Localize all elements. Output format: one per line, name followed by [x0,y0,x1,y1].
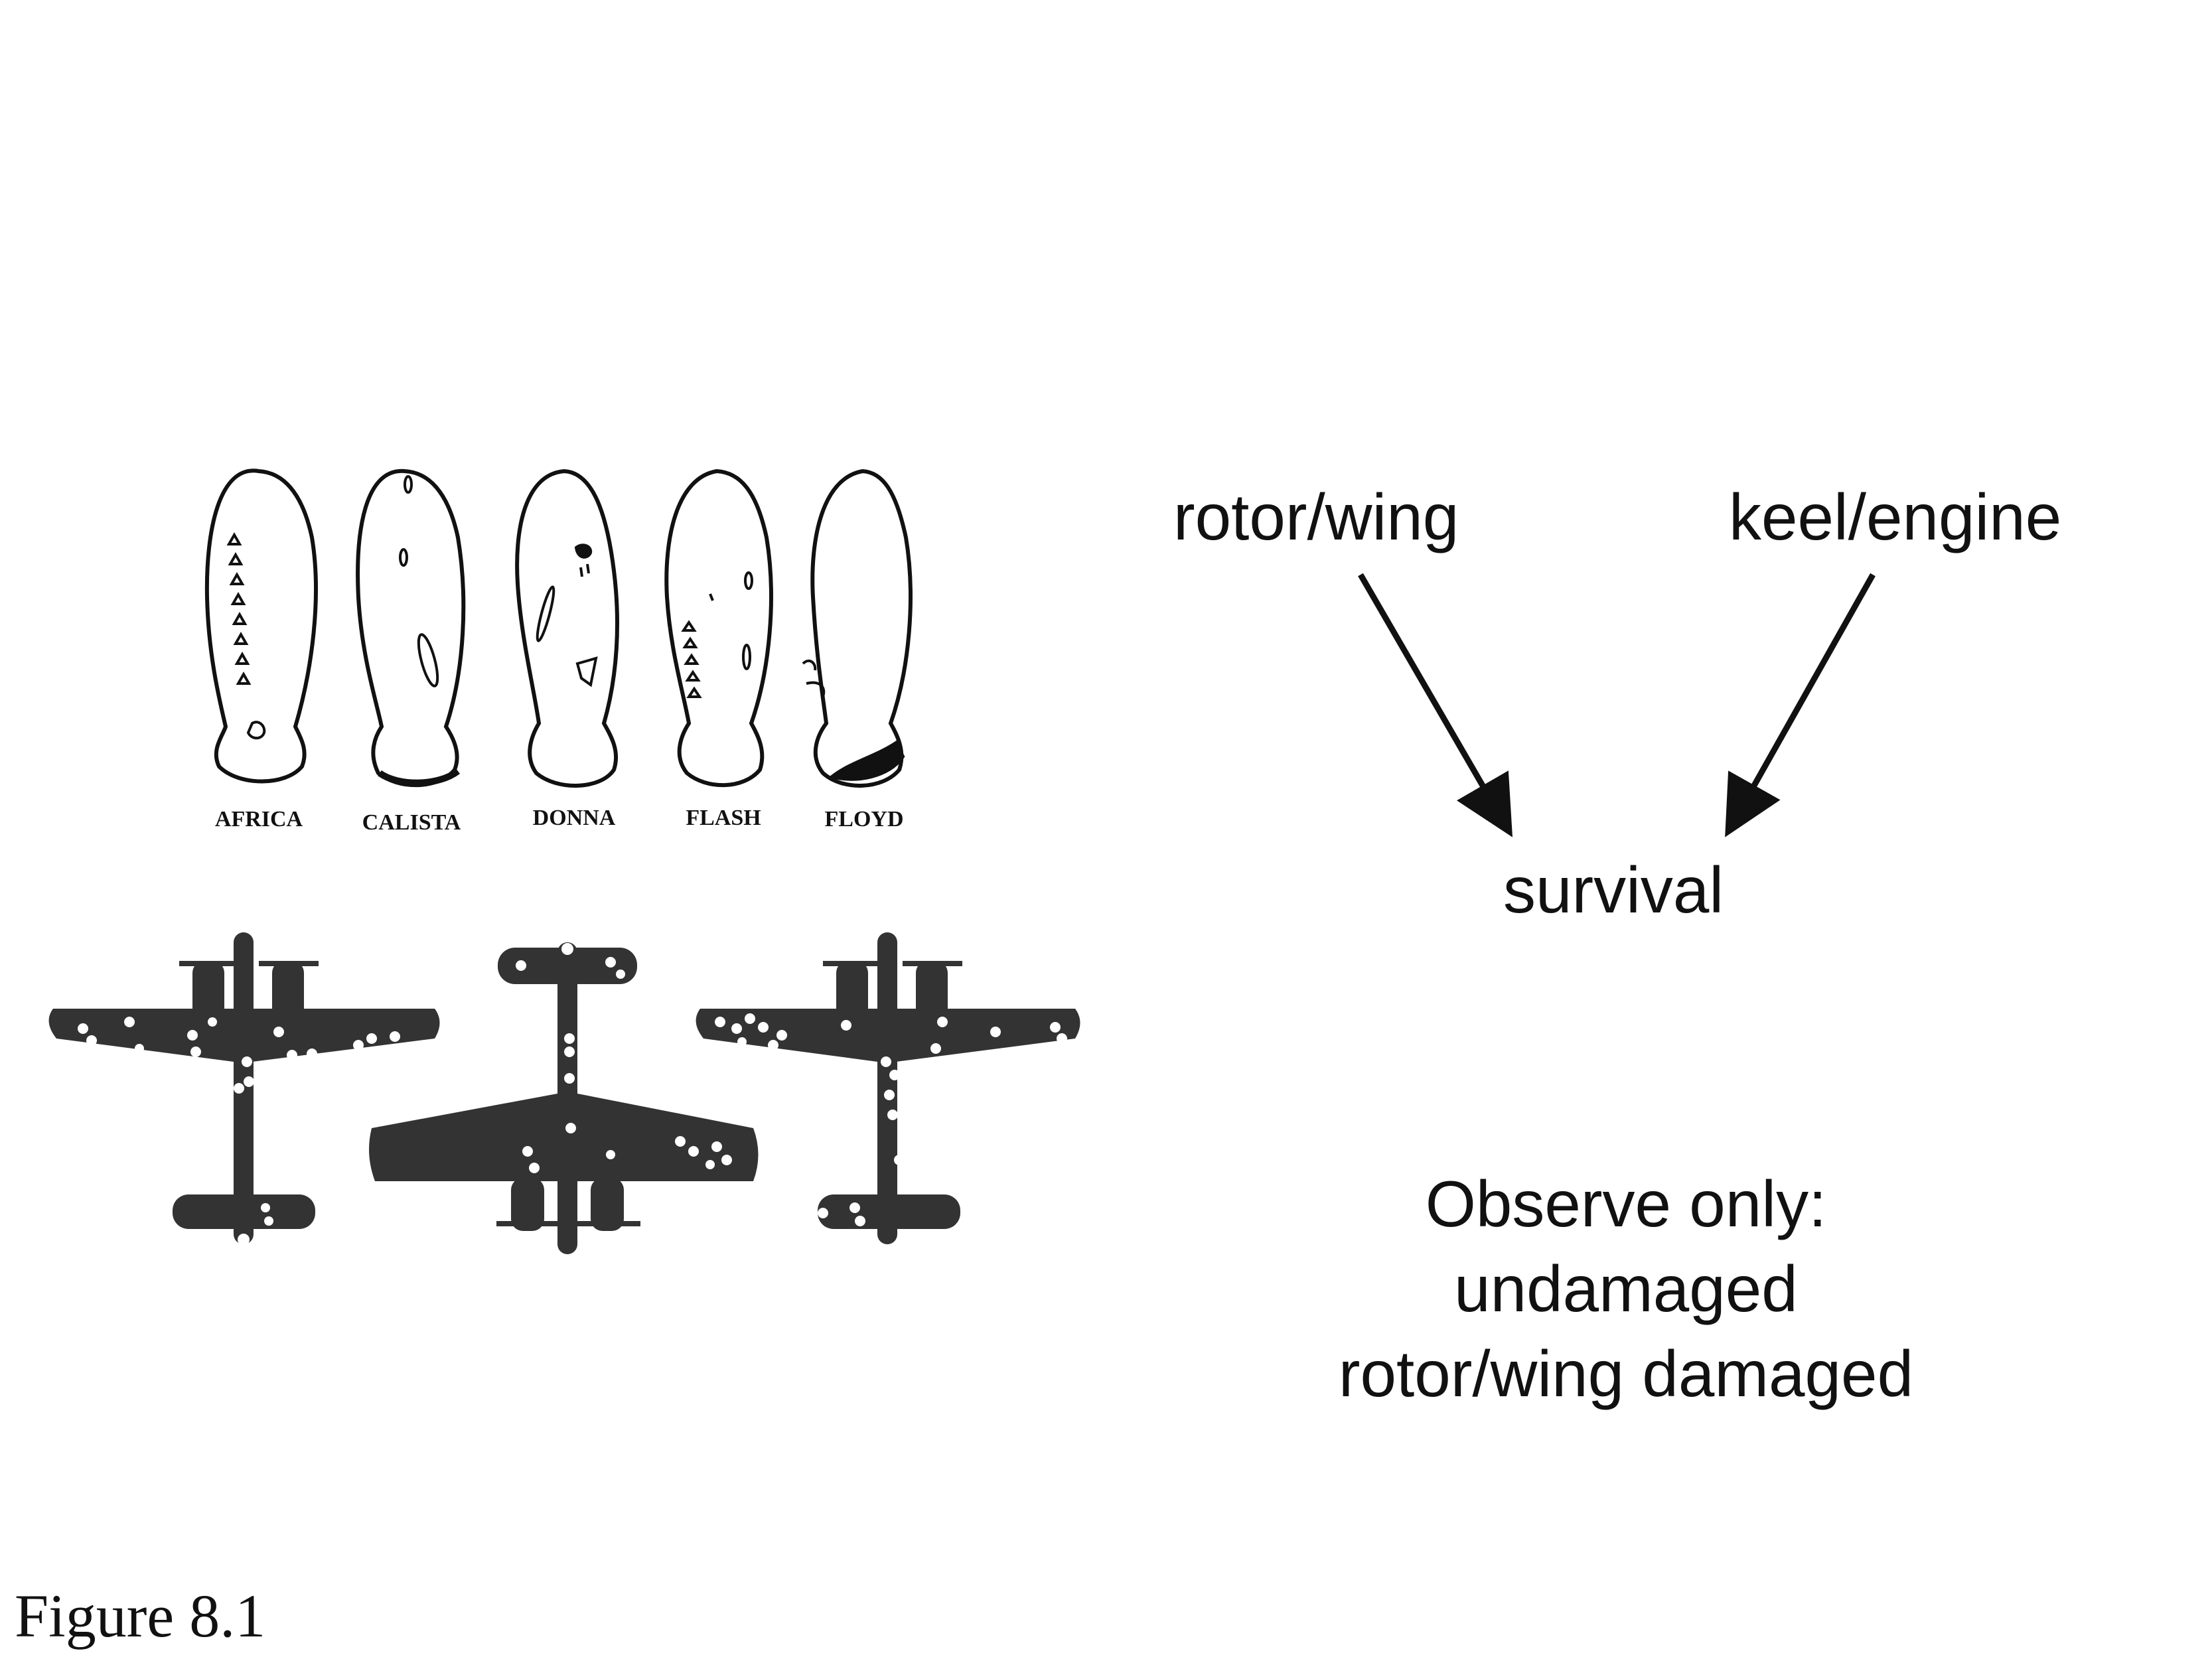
arrow-rotor-to-survival [1358,573,1513,837]
bullet-holes-3 [715,1013,1067,1226]
aircraft-silhouette-2 [369,942,759,1254]
node-keel-engine: keel/engine [1729,480,2062,553]
specimen-label: AFRICA [215,807,303,831]
specimen-label: FLASH [686,806,761,830]
specimen-floyd [802,469,913,788]
observe-line-3: rotor/wing damaged [1338,1337,1914,1410]
bullet-holes-1 [78,1017,403,1246]
arrow-keel-to-survival [1725,573,1876,837]
left-illustration: AFRICA CALISTA DONNA FLASH FLOYD [48,469,1080,1254]
observation-note: Observe only: undamaged rotor/wing damag… [1215,1161,2037,1416]
bullet-holes-2 [516,943,732,1173]
specimen-label: FLOYD [825,807,904,831]
node-rotor-wing: rotor/wing [1173,480,1459,553]
aircraft-silhouette-1 [48,932,440,1244]
specimen-calista [356,469,466,788]
node-survival: survival [1503,853,1724,926]
observe-line-1: Observe only: [1425,1167,1827,1240]
specimen-label: CALISTA [362,810,461,835]
specimen-donna [515,469,619,788]
specimen-label: DONNA [533,806,616,830]
specimen-africa [204,469,318,784]
observe-line-2: undamaged [1454,1252,1798,1325]
specimen-flash [664,469,773,788]
figure-caption: Figure 8.1 [15,1582,266,1650]
aircraft-silhouette-3 [696,932,1080,1244]
